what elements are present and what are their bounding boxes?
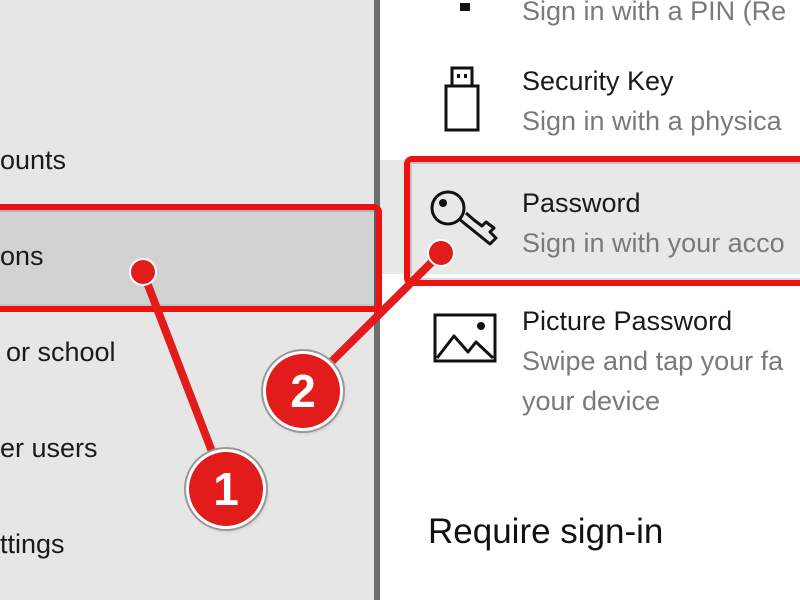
option-picture-password-title: Picture Password	[522, 306, 733, 336]
usb-key-icon	[442, 66, 482, 137]
sidebar-item-label: ounts	[0, 144, 67, 175]
annotation-dot-2	[429, 241, 453, 265]
option-password-desc: Sign in with your acco	[522, 228, 785, 258]
option-picture-password-desc-line2: your device	[522, 386, 661, 416]
annotation-badge-1: 1	[189, 452, 263, 526]
annotation-dot-1	[131, 260, 155, 284]
pin-icon	[458, 0, 472, 18]
sidebar-item-work-or-school[interactable]: or school	[0, 304, 374, 400]
option-security-key-title: Security Key	[522, 66, 674, 96]
annotation-badge-2: 2	[266, 354, 340, 428]
sidebar-item-sync-settings[interactable]: ttings	[0, 496, 374, 592]
sidebar-item-sign-in-options[interactable]: ons	[0, 208, 374, 304]
sidebar-item-label: ttings	[0, 528, 65, 559]
option-picture-password[interactable]: Picture Password Swipe and tap your fa y…	[380, 292, 800, 432]
sidebar-item-accounts[interactable]: ounts	[0, 112, 374, 208]
picture-icon	[432, 312, 498, 371]
settings-sidebar: ounts ons or school er users ttings	[0, 0, 374, 600]
option-security-key[interactable]: Security Key Sign in with a physica	[380, 52, 800, 172]
sidebar-item-label: er users	[0, 432, 98, 463]
option-pin[interactable]: Sign in with a PIN (Re	[380, 0, 800, 26]
option-pin-desc: Sign in with a PIN (Re	[522, 0, 787, 26]
key-icon	[428, 186, 502, 253]
option-password-title: Password	[522, 188, 641, 218]
highlight-box-password	[404, 156, 800, 286]
option-security-key-desc: Sign in with a physica	[522, 106, 782, 136]
require-sign-in-heading: Require sign-in	[428, 512, 664, 551]
highlight-box-sign-in-options	[0, 204, 382, 312]
sidebar-item-label: or school	[6, 336, 116, 367]
option-picture-password-desc: Swipe and tap your fa	[522, 346, 784, 376]
sidebar-item-label: ons	[0, 240, 44, 271]
sidebar-item-other-users[interactable]: er users	[0, 400, 374, 496]
